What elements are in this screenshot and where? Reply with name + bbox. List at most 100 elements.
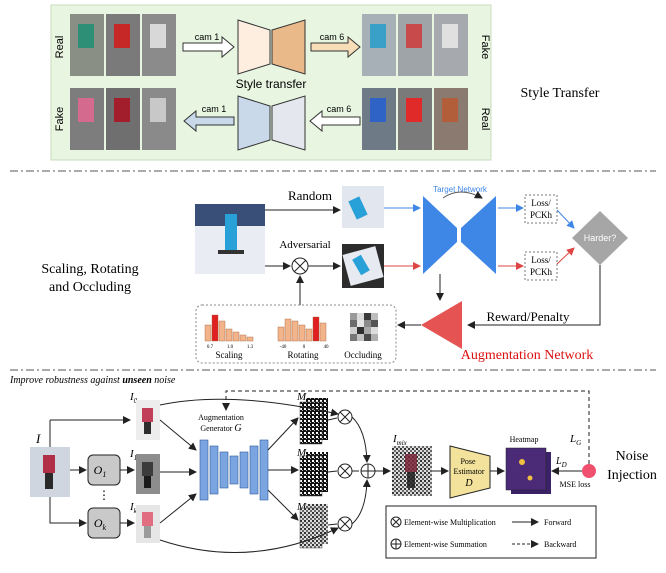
occluding-grid-cell: [357, 334, 364, 341]
label-augmentation-network: Augmentation Network: [461, 348, 594, 363]
legend-backward-label: Backward: [544, 540, 576, 549]
fake-images-bottom: [70, 88, 176, 150]
label-cam6-top: cam 6: [320, 32, 345, 42]
style-transfer-title: Style Transfer: [521, 86, 600, 101]
label-real-bottom: Real: [479, 108, 491, 131]
image-Ik: [136, 505, 160, 543]
encoder-top: [237, 19, 271, 75]
occluding-grid-cell: [357, 327, 364, 334]
label-LG: LG: [569, 433, 581, 447]
label-Imix: Imix: [392, 433, 408, 447]
label-fake-top: Fake: [479, 35, 491, 59]
legend-forward-label: Forward: [544, 518, 571, 527]
scaling-histogram-bar: [232, 331, 240, 342]
rotating-histogram-bar: [277, 326, 285, 342]
arrow-multk-to-sum: [351, 479, 371, 525]
label-Ik: Ik: [129, 501, 138, 515]
sum-circle: [360, 463, 376, 479]
label-occluding: Occluding: [344, 350, 382, 360]
scaling-tick-2: 1.3: [247, 345, 254, 350]
noise-caption: Improve robustness against unseen noise: [9, 375, 176, 386]
label-cam1-top: cam 1: [195, 32, 220, 42]
arrow-loss-top-to-harder: [556, 209, 575, 229]
heatmap-label: Heatmap: [510, 435, 539, 444]
line-M0-to-mult: [327, 417, 338, 421]
image-I1: [136, 454, 160, 494]
occluding-grid-cell: [364, 320, 371, 327]
occluding-grid-cell: [364, 327, 371, 334]
real-images-top: [70, 14, 176, 76]
label-I0: I0: [129, 391, 138, 405]
rotating-histogram-bar: [319, 322, 327, 342]
harder-diamond: [572, 211, 628, 265]
label-O1: O1: [94, 463, 107, 479]
label-adversarial: Adversarial: [279, 239, 330, 251]
noise-title-line1: Noise: [616, 449, 649, 464]
aug-generator-label-line1: Augmentation: [198, 413, 244, 422]
encoder-bottom: [237, 95, 271, 151]
rotating-histogram-bar: [298, 324, 306, 342]
label-I1: I1: [129, 448, 137, 462]
arrow-loss-bottom-to-harder: [556, 247, 575, 265]
operator-dots: ⋮: [98, 488, 110, 502]
label-cam6-bottom: cam 6: [327, 104, 352, 114]
panel-augmentation-network: Scaling, Rotating and Occluding Random A…: [41, 185, 628, 364]
scaling-histogram-bar: [246, 336, 254, 342]
label-target-network: Target Network: [433, 185, 488, 194]
panel-noise-injection: Improve robustness against unseen noise …: [9, 375, 657, 559]
occluding-grid-cell: [364, 334, 371, 341]
loss-box-top: [524, 194, 558, 224]
fake-images-top: [362, 14, 468, 76]
pose-label-line2: Estimator: [453, 467, 484, 476]
multiply-circle-k: [337, 516, 353, 532]
label-reward-penalty: Reward/Penalty: [486, 309, 570, 324]
scaling-histogram: [204, 314, 254, 342]
arrow-gen-to-M0: [267, 417, 299, 451]
line-Mk-to-mult: [327, 523, 338, 526]
backward-gradient-path: [222, 390, 590, 464]
target-network-decoder: [461, 196, 496, 274]
label-I: I: [35, 431, 41, 446]
arrow-gen-to-Mk: [267, 489, 299, 521]
arrow-I-to-Ok: [49, 497, 87, 527]
rotating-histogram-bar: [291, 320, 299, 342]
occluding-grid-cell: [371, 327, 378, 334]
label-random: Random: [288, 188, 332, 203]
adversarial-multiply-cross: [293, 259, 307, 273]
mask-Mk: [299, 504, 328, 549]
scaling-histogram-bar: [211, 314, 219, 342]
mask-M1: [299, 452, 328, 497]
random-augmented-image: [342, 186, 384, 228]
arrow-Ik-to-gen: [159, 493, 197, 524]
adversarial-augmented-image: [342, 244, 384, 288]
harder-label: Harder?: [584, 233, 617, 243]
rotating-histogram: [277, 316, 327, 342]
legend-box: [385, 505, 597, 559]
scaling-histogram-bar: [204, 324, 212, 342]
legend-multiply-icon: [390, 516, 402, 528]
occluding-grid-cell: [371, 334, 378, 341]
mask-M0: [299, 398, 328, 445]
label-Ok: Ok: [94, 516, 107, 532]
image-Imix: [392, 446, 432, 496]
image-I0: [136, 400, 160, 440]
occluding-grid-cell: [371, 313, 378, 320]
occluding-grid: [350, 313, 378, 341]
mse-loss-label: MSE loss: [560, 480, 591, 489]
legend-sum-label: Element-wise Summation: [404, 540, 487, 549]
multiply-circle-1: [337, 463, 353, 479]
loss-box-bottom: [524, 251, 558, 281]
arrow-cam1-bottom: [183, 109, 235, 133]
heatmap-image: [505, 447, 551, 494]
multiply-circle-0: [337, 409, 353, 425]
scaling-histogram-bar: [225, 328, 233, 342]
rotating-tick-2: 40: [324, 345, 330, 350]
occluding-grid-cell: [364, 313, 371, 320]
label-fake-bottom: Fake: [54, 107, 66, 131]
rotating-histogram-bar: [284, 318, 292, 342]
target-network-encoder: [423, 196, 457, 274]
noise-title-line2: Injection: [607, 468, 657, 483]
decoder-top: [271, 19, 306, 75]
pckh-bottom-label: PCKh: [530, 267, 553, 277]
real-images-bottom: [362, 88, 468, 150]
